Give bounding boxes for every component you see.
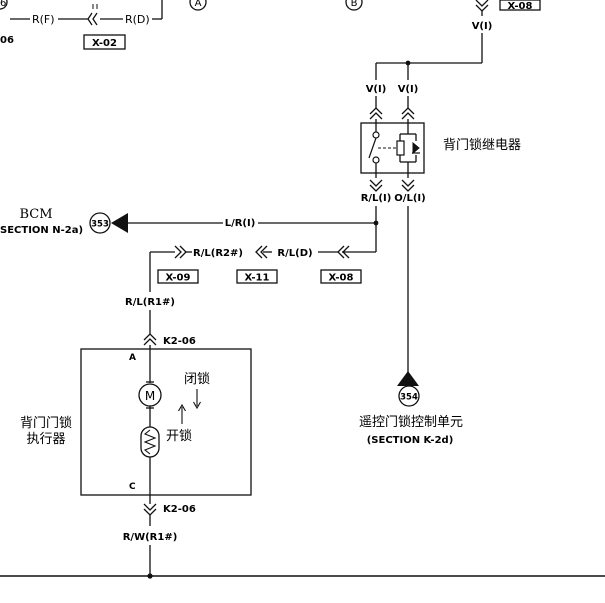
bcm-name-label: BCM (19, 207, 52, 222)
connector-x09-label: X-09 (166, 273, 191, 284)
remote-lock-unit-branch: 354 遥控门锁控制单元 (SECTION K-2d) (359, 206, 463, 446)
unlock-label: 开锁 (166, 428, 192, 444)
connector-chevron (369, 179, 383, 192)
connector-x08-top (499, 0, 541, 11)
connector-x09 (157, 269, 199, 284)
connector-x02 (83, 34, 126, 50)
bcm-branch: L/R(I) 353 BCM SECTION N-2a) (0, 206, 379, 252)
relay-diode (412, 141, 420, 155)
partial-06-label: 06 (0, 35, 14, 46)
partial-circle-left-label: 6 (0, 0, 6, 9)
k2-bottom-label: K2-06 (163, 504, 196, 515)
bcm-arrow-icon (111, 213, 128, 233)
relay-coil (396, 140, 405, 156)
connector-chevron (401, 179, 415, 192)
wire-rw-r1-label: R/W(R1#) (123, 532, 178, 543)
actuator-name-line2: 执行器 (26, 432, 65, 447)
remote-unit-arrow-icon (397, 371, 419, 386)
connector-chevron (87, 12, 98, 26)
circle-354 (398, 385, 420, 407)
pin-a-label: A (129, 353, 136, 363)
back-door-lock-relay: 背门锁继电器 R/L(I) O/L(I) (360, 119, 521, 204)
circle-b-label: B (351, 0, 358, 9)
circle-a-label: A (195, 0, 202, 9)
circle-a (189, 0, 207, 11)
wire-rl-relay-label: R/L(I) (361, 193, 392, 204)
connector-chevron (369, 107, 383, 120)
connector-x08-mid-label: X-08 (329, 273, 354, 284)
motor-label: M (145, 389, 155, 403)
connector-chevron (401, 107, 415, 120)
wire-lr-label: L/R(I) (225, 218, 256, 229)
actuator-feed-wire: R/L(D) R/L(R2#) X-09 X-11 X-08 R/L(R1#) … (125, 245, 376, 347)
connector-chevron (143, 333, 157, 346)
connector-x08-top-label: X-08 (508, 1, 533, 12)
circle-354-label: 354 (400, 393, 418, 403)
remote-unit-name-label: 遥控门锁控制单元 (359, 414, 463, 430)
wire-rl-d-label: R/L(D) (277, 248, 312, 259)
arrow-up-icon (178, 403, 186, 412)
relay-switch-blade (368, 137, 377, 159)
connector-x02-label: X-02 (92, 38, 117, 49)
connector-chevron (174, 245, 187, 259)
wire-v-top-label: V(I) (472, 21, 493, 32)
relay-contact (372, 156, 380, 164)
actuator-box (80, 348, 252, 496)
ground-wire: K2-06 R/W(R1#) (0, 495, 605, 579)
relay-contact (372, 131, 380, 139)
connector-x11-label: X-11 (245, 273, 270, 284)
lock-label: 闭锁 (184, 371, 210, 387)
wire-v-right-label: V(I) (398, 84, 419, 95)
pin-c-label: C (129, 482, 136, 492)
actuator-name-line1: 背门门锁 (20, 415, 72, 431)
wire-rf-label: R(F) (32, 13, 55, 26)
connector-chevron (143, 503, 157, 516)
circle-353-label: 353 (91, 220, 109, 230)
connector-chevron (475, 0, 489, 12)
wire-v-left-label: V(I) (366, 84, 387, 95)
back-door-lock-actuator: A C M 闭锁 开锁 背门门锁 执行器 (20, 345, 252, 496)
bcm-section-label: SECTION N-2a) (0, 225, 83, 236)
wire-rl-r1-label: R/L(R1#) (125, 297, 175, 308)
top-left-fragment: 6 06 R(F) R(D) X-02 A B (0, 0, 363, 50)
circle-353 (89, 212, 111, 234)
partial-circle-left (0, 0, 8, 10)
arrow-down-icon (193, 401, 201, 410)
wire-rd-label: R(D) (125, 13, 150, 26)
top-right-feed: X-08 V(I) V(I) V(I) (366, 0, 541, 120)
wire-rl-r2-label: R/L(R2#) (193, 248, 243, 259)
connector-chevron (255, 245, 268, 259)
circle-b (345, 0, 363, 11)
connector-x11 (236, 269, 278, 284)
k2-top-label: K2-06 (163, 336, 196, 347)
relay-name-label: 背门锁继电器 (443, 137, 521, 153)
connector-x08-mid (320, 269, 362, 284)
solenoid-coil (143, 429, 157, 455)
remote-unit-section-label: (SECTION K-2d) (367, 435, 454, 446)
wire-ol-relay-label: O/L(I) (394, 193, 425, 204)
